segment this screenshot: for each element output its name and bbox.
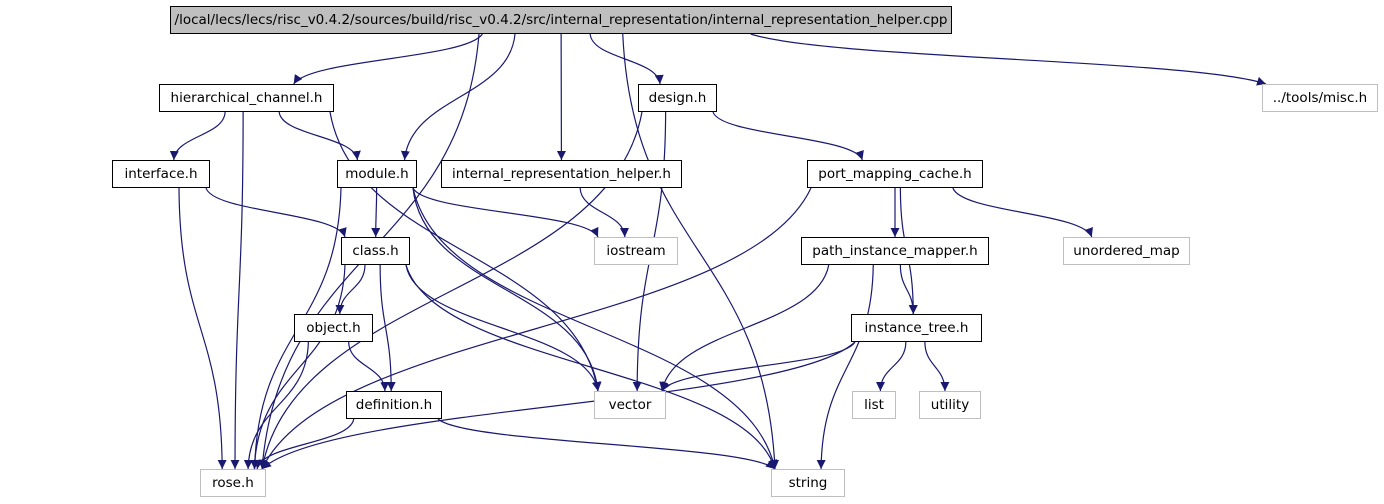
edge-pmc-to-rose [261,187,812,470]
edge-class-to-rose [250,264,346,470]
node-umap: unordered_map [1063,237,1190,265]
edge-module-to-class [371,187,381,238]
node-string: string [771,469,845,497]
edge-irh-to-iostream [579,187,629,238]
edge-pim-to-vector [659,264,830,392]
node-hier[interactable]: hierarchical_channel.h [159,84,334,112]
node-irh[interactable]: internal_representation_helper.h [441,160,682,188]
node-list: list [852,391,896,419]
node-utility: utility [919,391,981,419]
node-module[interactable]: module.h [337,160,417,188]
edge-object-to-rose [243,341,309,470]
edge-hier-to-rose [230,111,244,470]
node-design[interactable]: design.h [638,84,717,112]
node-definition[interactable]: definition.h [346,391,442,419]
node-itree[interactable]: instance_tree.h [851,314,982,342]
node-object[interactable]: object.h [294,314,373,342]
edge-pmc-to-umap [952,187,1093,238]
node-rose: rose.h [200,469,266,497]
edge-module-to-vector [412,187,602,392]
edge-class-to-string [405,264,777,470]
edge-class-to-vector [405,264,601,392]
edge-class-to-definition [379,264,396,392]
edge-pim-to-itree [899,264,918,315]
edge-class-to-object [335,264,366,315]
edge-itree-to-vector [661,341,856,392]
edge-definition-to-rose [254,418,355,470]
node-pmc[interactable]: port_mapping_cache.h [807,160,983,188]
node-iface[interactable]: interface.h [112,160,210,188]
edge-module-to-string [412,187,778,470]
edge-iface-to-rose [178,187,227,470]
edge-hier-to-module [278,111,361,161]
edge-object-to-definition [348,341,390,392]
node-class[interactable]: class.h [341,237,410,265]
edge-root-to-misc [750,33,1267,86]
edge-definition-to-string [437,418,776,470]
edge-design-to-pmc [712,111,864,161]
node-misc: ../tools/misc.h [1262,84,1378,112]
node-vector: vector [594,391,666,419]
edge-itree-to-list [875,341,907,392]
edge-module-to-iostream [412,187,599,238]
edge-root-to-module [400,33,516,161]
edge-itree-to-rose [261,341,856,470]
edge-root-to-hier [293,33,483,85]
edge-pim-to-string [816,264,874,470]
edge-hier-to-iface [169,111,226,161]
edge-itree-to-utility [924,341,950,392]
node-iostream: iostream [594,237,678,265]
edge-root-to-string [622,33,780,470]
node-root: /local/lecs/lecs/risc_v0.4.2/sources/bui… [170,6,952,34]
edge-iface-to-class [205,187,347,238]
node-pim[interactable]: path_instance_mapper.h [801,237,989,265]
